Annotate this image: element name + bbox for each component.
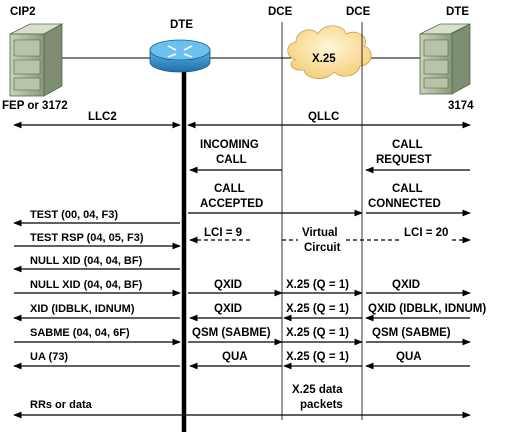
- label-qsm-right: QSM (SABME): [372, 327, 451, 339]
- label-x25-q1-2: X.25 (Q = 1): [286, 303, 349, 315]
- router-icon: [149, 39, 211, 73]
- label-x25-data: X.25 data: [292, 384, 343, 396]
- label-qsm-left: QSM (SABME): [192, 327, 271, 339]
- label-incoming-call: CALL: [216, 154, 247, 166]
- label-x25-q1-3: X.25 (Q = 1): [286, 327, 349, 339]
- node-label-right-dte: DTE: [446, 6, 469, 18]
- label-qua-right: QUA: [396, 351, 422, 363]
- label-call-connected-1: CALL: [392, 183, 423, 195]
- label-virtual: Virtual: [302, 227, 338, 239]
- label-call-connected-2: CONNECTED: [368, 198, 441, 210]
- label-xid-idblk: XID (IDBLK, IDNUM): [30, 303, 135, 315]
- label-lci-left: LCI = 9: [204, 227, 242, 239]
- label-test: TEST (00, 04, F3): [30, 209, 118, 221]
- label-circuit: Circuit: [304, 242, 341, 254]
- label-qxid-idblk: QXID (IDBLK, IDNUM): [368, 303, 486, 315]
- label-x25-q1-1: X.25 (Q = 1): [286, 279, 349, 291]
- label-call: CALL: [392, 139, 423, 151]
- label-x25-q1-4: X.25 (Q = 1): [286, 351, 349, 363]
- node-label-dce-left: DCE: [268, 6, 293, 18]
- segment-label-llc2: LLC2: [88, 111, 117, 123]
- label-call-accepted-2: ACCEPTED: [200, 198, 263, 210]
- cloud-label: X.25: [312, 53, 336, 65]
- node-label-cip2: CIP2: [10, 6, 36, 18]
- label-qxid-right-1: QXID: [392, 279, 420, 291]
- label-rrs: RRs or data: [30, 399, 93, 411]
- label-incoming: INCOMING: [200, 139, 259, 151]
- label-null-xid-2: NULL XID (04, 04, BF): [30, 279, 143, 291]
- cloud-icon: [287, 25, 372, 79]
- mainframe-icon: [9, 23, 64, 97]
- label-sabme: SABME (04, 04, 6F): [30, 327, 130, 339]
- label-qua-left: QUA: [222, 351, 248, 363]
- node-label-3174: 3174: [448, 100, 474, 112]
- node-label-fep: FEP or 3172: [2, 100, 68, 112]
- node-label-dce-right: DCE: [346, 6, 371, 18]
- segment-label-qllc: QLLC: [308, 111, 339, 123]
- label-ua: UA (73): [30, 351, 68, 363]
- label-call-accepted-1: CALL: [214, 183, 245, 195]
- label-test-rsp: TEST RSP (04, 05, F3): [30, 232, 144, 244]
- label-null-xid-1: NULL XID (04, 04, BF): [30, 255, 143, 267]
- label-call-request: REQUEST: [376, 154, 432, 166]
- node-label-router-dte: DTE: [170, 19, 193, 31]
- label-lci-right: LCI = 20: [404, 227, 448, 239]
- mainframe-icon: [419, 23, 471, 95]
- label-packets: packets: [300, 399, 343, 411]
- label-qxid-2: QXID: [214, 303, 242, 315]
- label-qxid-1: QXID: [214, 279, 242, 291]
